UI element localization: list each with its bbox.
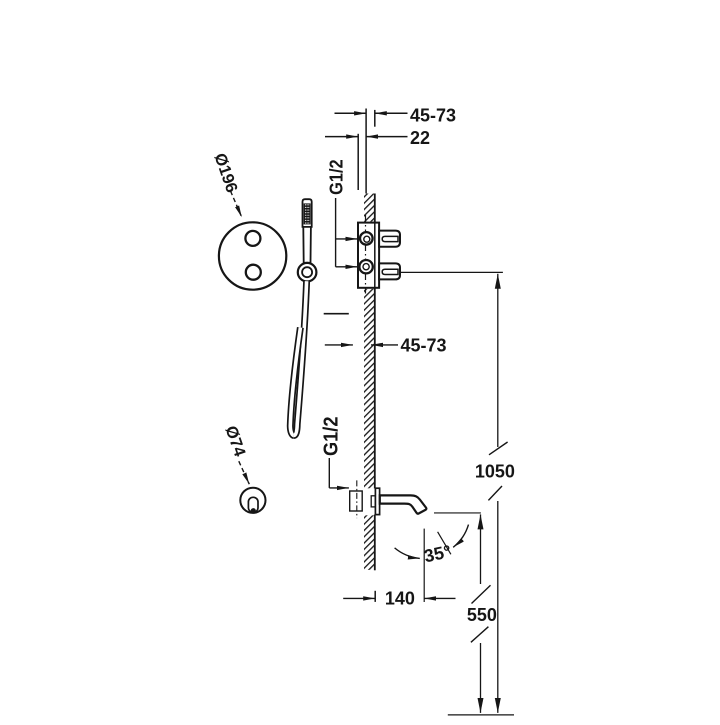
svg-text:Ø196: Ø196 xyxy=(211,151,241,195)
svg-text:550: 550 xyxy=(467,605,497,625)
svg-text:1050: 1050 xyxy=(475,461,515,481)
svg-text:140: 140 xyxy=(385,589,415,609)
svg-text:45-73: 45-73 xyxy=(410,105,456,125)
svg-text:Ø74: Ø74 xyxy=(222,424,249,460)
svg-text:G1/2: G1/2 xyxy=(327,159,347,195)
svg-text:35°: 35° xyxy=(422,541,453,566)
svg-text:G1/2: G1/2 xyxy=(320,417,343,457)
svg-text:22: 22 xyxy=(410,128,430,148)
svg-text:45-73: 45-73 xyxy=(401,335,447,355)
